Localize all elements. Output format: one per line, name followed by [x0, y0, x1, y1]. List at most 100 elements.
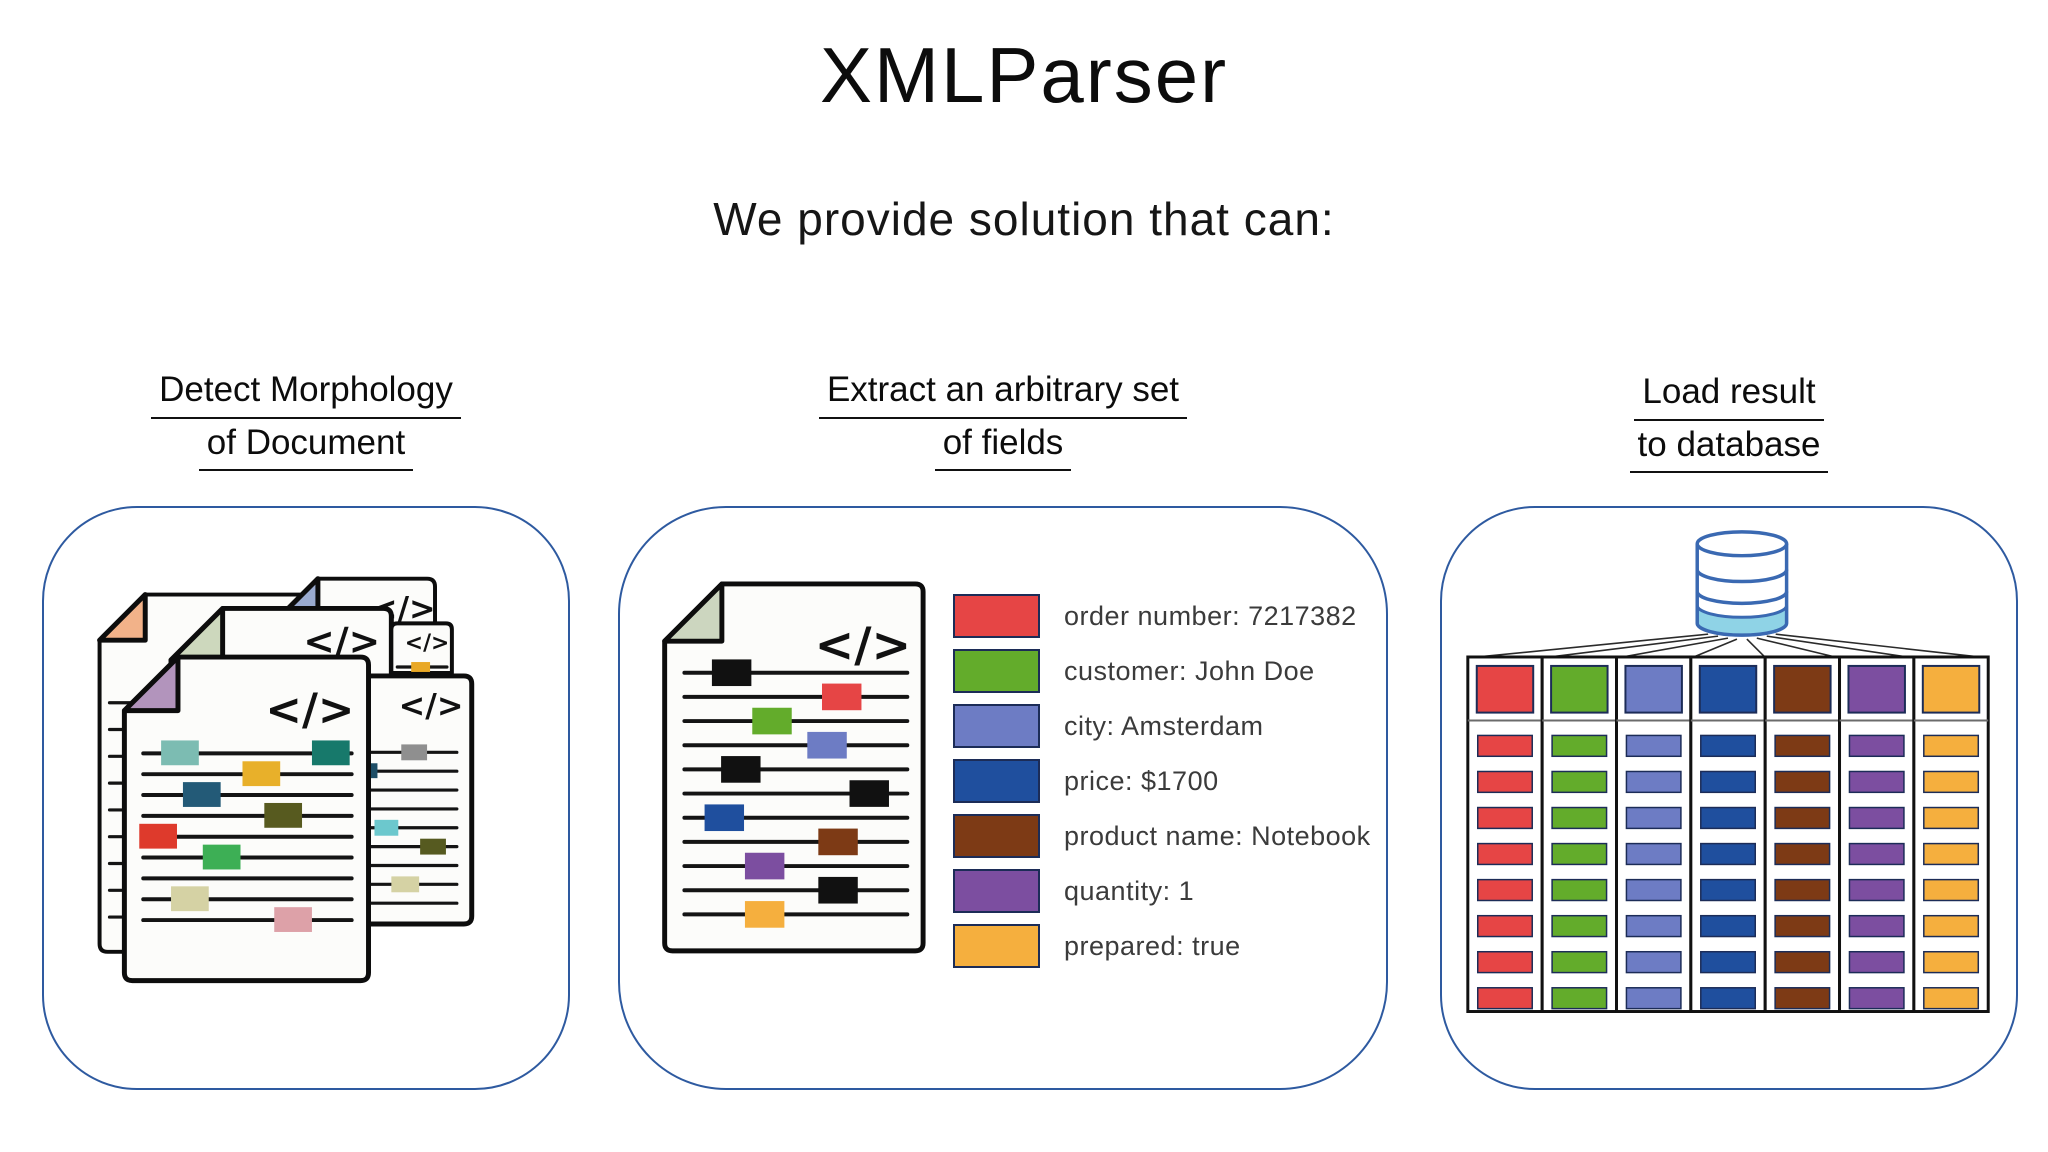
db-row-cell	[1700, 878, 1757, 902]
xml-field-block	[818, 828, 858, 856]
xml-document: </>	[389, 621, 454, 675]
db-row-cell	[1477, 770, 1533, 794]
db-row-cell	[1625, 950, 1682, 974]
db-row-cell	[1848, 842, 1905, 866]
folded-corner	[121, 654, 181, 714]
xml-field-block	[744, 852, 785, 880]
field-label: customer: John Doe	[1064, 655, 1315, 686]
heading-line: Load result	[1634, 368, 1824, 421]
extract-document-illustration: </>	[662, 581, 926, 954]
panel-extract: </> order number: 7217382 customer: John …	[618, 506, 1388, 1090]
db-row-cell	[1625, 734, 1682, 758]
db-row-cell	[1477, 734, 1533, 758]
db-row-cell	[1774, 842, 1831, 866]
db-row-cell	[1477, 878, 1533, 902]
db-row-cell	[1848, 806, 1905, 830]
db-row-cell	[1551, 987, 1608, 1010]
heading-line: Extract an arbitrary set	[818, 366, 1188, 419]
heading-line: Detect Morphology	[151, 366, 461, 419]
field-label: order number: 7217382	[1064, 600, 1357, 631]
db-row-cell	[1625, 806, 1682, 830]
db-row-cell	[1625, 842, 1682, 866]
field-color-swatch	[953, 649, 1040, 693]
db-row-cell	[1477, 806, 1533, 830]
section-load-heading: Load result to database	[1440, 368, 2018, 474]
db-column-header	[1550, 664, 1609, 714]
legend-row: city: Amsterdam	[953, 704, 1371, 748]
db-row-cell	[1700, 987, 1757, 1010]
xml-document: </>	[662, 581, 926, 954]
db-row-cell	[1700, 770, 1757, 794]
section-morphology-heading: Detect Morphology of Document	[42, 366, 570, 472]
connector-lines	[1467, 633, 1989, 659]
field-label: price: $1700	[1064, 765, 1219, 796]
section-extract-heading: Extract an arbitrary set of fields	[618, 366, 1388, 472]
legend-row: prepared: true	[953, 924, 1371, 968]
db-row-cell	[1700, 806, 1757, 830]
db-row-cell	[1551, 950, 1608, 974]
db-row-cell	[1923, 878, 1980, 902]
panel-morphology: </> </> </> </>	[42, 506, 570, 1090]
db-row-cell	[1774, 806, 1831, 830]
folded-corner	[97, 592, 148, 643]
db-row-cell	[1477, 987, 1533, 1010]
db-row-cell	[1477, 914, 1533, 938]
field-color-swatch	[953, 814, 1040, 858]
db-row-cell	[1700, 914, 1757, 938]
db-column	[1763, 655, 1842, 1014]
xml-field-block	[849, 780, 889, 807]
xml-field-block	[807, 731, 847, 759]
db-row-cell	[1625, 878, 1682, 902]
field-legend: order number: 7217382 customer: John Doe c…	[953, 594, 1371, 968]
db-row-cell	[1848, 734, 1905, 758]
db-row-cell	[1774, 878, 1831, 902]
xml-field-blocks	[363, 744, 446, 893]
xml-field-block	[704, 804, 745, 832]
field-color-swatch	[953, 704, 1040, 748]
db-column	[1466, 655, 1544, 1014]
db-row-cell	[1625, 914, 1682, 938]
db-column-header	[1475, 664, 1535, 714]
folded-corner	[662, 581, 725, 644]
db-row-cell	[1923, 987, 1980, 1010]
db-column	[1689, 655, 1767, 1014]
db-row-cell	[1551, 914, 1608, 938]
field-color-swatch	[953, 869, 1040, 913]
heading-line: of Document	[198, 419, 414, 472]
db-row-cell	[1551, 842, 1608, 866]
code-icon: </>	[815, 618, 912, 673]
db-column	[1615, 655, 1693, 1014]
db-row-cell	[1700, 734, 1757, 758]
db-row-cell	[1551, 734, 1608, 758]
xml-document: </>	[121, 654, 372, 984]
db-row-cell	[1923, 734, 1980, 758]
db-column	[1838, 655, 1916, 1014]
legend-row: price: $1700	[953, 759, 1371, 803]
xml-field-block	[821, 683, 862, 711]
text-lines	[367, 750, 459, 905]
db-column-header	[1624, 664, 1683, 714]
legend-row: quantity: 1	[953, 869, 1371, 913]
db-column-header	[1698, 664, 1758, 714]
extract-document-rows	[682, 659, 910, 928]
db-row-cell	[1848, 914, 1905, 938]
legend-row: customer: John Doe	[953, 649, 1371, 693]
db-column	[1912, 655, 1990, 1014]
db-row-cell	[1700, 950, 1757, 974]
xml-field-block	[411, 662, 431, 672]
page-title: XMLParser	[819, 31, 1229, 119]
db-row-cell	[1774, 734, 1831, 758]
db-row-cell	[1625, 770, 1682, 794]
xml-field-blocks	[139, 740, 350, 932]
field-color-swatch	[953, 924, 1040, 968]
xml-field-block	[818, 876, 858, 904]
db-row-cell	[1923, 914, 1980, 938]
code-icon: </>	[399, 689, 464, 725]
field-label: product name: Notebook	[1064, 820, 1371, 851]
xml-document: </>	[360, 673, 475, 927]
db-row-cell	[1774, 770, 1831, 794]
heading-line: of fields	[934, 419, 1072, 472]
document-stack-illustration: </> </> </> </>	[97, 576, 475, 984]
db-row-cell	[1774, 914, 1831, 938]
